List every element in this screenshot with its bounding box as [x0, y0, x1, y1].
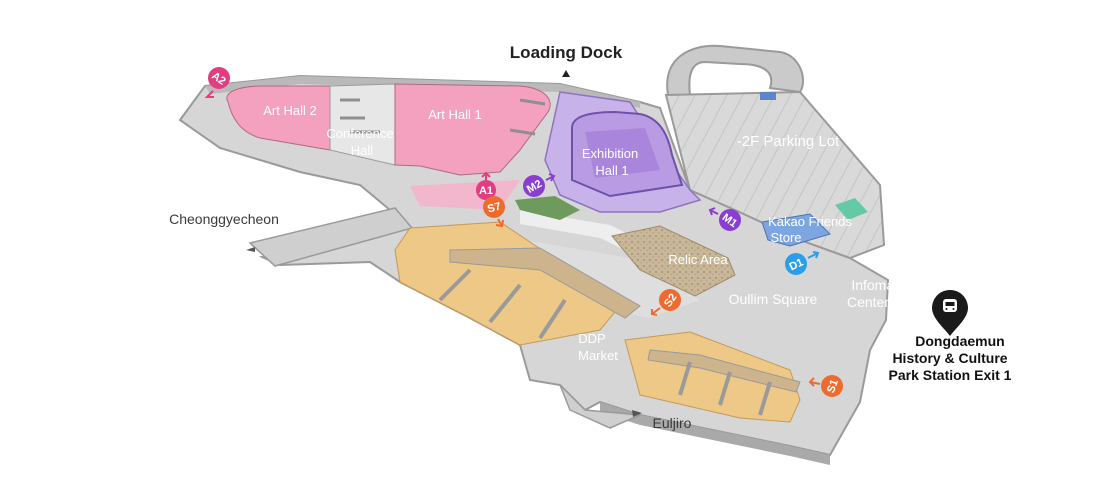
- hall-walls: [340, 98, 546, 136]
- euljiro-arrow-icon: [632, 410, 642, 417]
- station-label-2: History & Culture: [892, 350, 1007, 366]
- gate-d1-badge[interactable]: D1: [785, 251, 820, 275]
- station-label-3: Park Station Exit 1: [889, 367, 1012, 383]
- relic-area-label: Relic Area: [668, 252, 728, 267]
- kakao-store: [761, 213, 831, 247]
- kakao-store-label-2: Store: [770, 230, 801, 245]
- ddp-market-label-2: Market: [578, 348, 618, 363]
- cheonggyecheon-arrow-icon: [246, 247, 255, 252]
- information-center-label-1: Infomation: [851, 277, 916, 293]
- conference-hall-label-2: Hall: [351, 143, 374, 158]
- floor-wall-south: [600, 402, 830, 465]
- gate-s1-badge[interactable]: S1: [808, 375, 843, 397]
- parking-booth: [760, 92, 776, 100]
- euljiro-corridor: [559, 384, 641, 429]
- gate-m2-arrow-icon: [545, 173, 556, 182]
- store-green: [835, 198, 868, 220]
- market-stair-2: [647, 349, 801, 393]
- gate-a2-badge[interactable]: A2: [204, 67, 230, 98]
- ddp-market-label-1: DDP: [578, 331, 605, 346]
- parking-area: [664, 90, 886, 260]
- parking-lot: [664, 44, 886, 260]
- gate-a1-badge[interactable]: A1: [476, 171, 496, 200]
- subway-pin-icon[interactable]: [932, 290, 968, 336]
- oullim-square-label: Oullim Square: [729, 291, 818, 307]
- cheonggyecheon-label: Cheonggyecheon: [169, 211, 279, 227]
- gate-m1-arrow-icon: [708, 207, 719, 216]
- relic-area: [611, 225, 736, 297]
- parking-ramp: [666, 44, 805, 96]
- loading-dock-arrow-icon: [562, 70, 570, 77]
- gate-d1-arrow-icon: [807, 251, 820, 259]
- kakao-store-zone: [761, 198, 868, 247]
- exhibition-hall-label-1: Exhibition: [582, 146, 638, 161]
- loading-dock-label: Loading Dock: [510, 43, 623, 62]
- exhibition-hall-inner: [585, 128, 660, 178]
- gate-m1-badge[interactable]: M1: [708, 207, 741, 231]
- gate-a1-label: A1: [479, 185, 493, 197]
- gate-s7-label: S7: [486, 200, 502, 215]
- gate-s1-label: S1: [825, 378, 841, 395]
- gate-s1-arrow-icon: [808, 377, 821, 387]
- art-hall-1: [394, 83, 551, 176]
- gate-s2-badge[interactable]: S2: [651, 289, 681, 316]
- euljiro-label: Euljiro: [653, 415, 692, 431]
- gate-d1-label: D1: [788, 256, 806, 273]
- gate-a1-arrow-icon: [481, 171, 491, 180]
- conference-hall-label-1: Conference: [326, 126, 393, 141]
- parking-lot-label: -2F Parking Lot: [737, 133, 840, 150]
- art-hall-1-label: Art Hall 1: [428, 107, 481, 122]
- ddp-market-zone: [394, 221, 801, 423]
- exhibition-zone: [544, 91, 702, 213]
- exhibition-hall-label-2: Hall 1: [595, 163, 628, 178]
- kakao-store-label-1: Kakao Friends: [768, 214, 852, 229]
- market-walls: [438, 268, 772, 416]
- gate-s2-arrow-icon: [651, 307, 661, 316]
- gate-s7-badge[interactable]: S7: [483, 196, 505, 228]
- information-center-label-2: Center: [847, 294, 889, 310]
- gate-m2-badge[interactable]: M2: [523, 173, 556, 197]
- station-label-1: Dongdaemun: [915, 333, 1004, 349]
- market-stair-1: [449, 247, 641, 319]
- floor-edge: [205, 76, 640, 108]
- gate-s7-arrow-icon: [495, 218, 504, 228]
- planter: [515, 196, 580, 220]
- gate-a2-arrow-icon: [204, 90, 214, 98]
- art-hall-2-label: Art Hall 2: [263, 103, 316, 118]
